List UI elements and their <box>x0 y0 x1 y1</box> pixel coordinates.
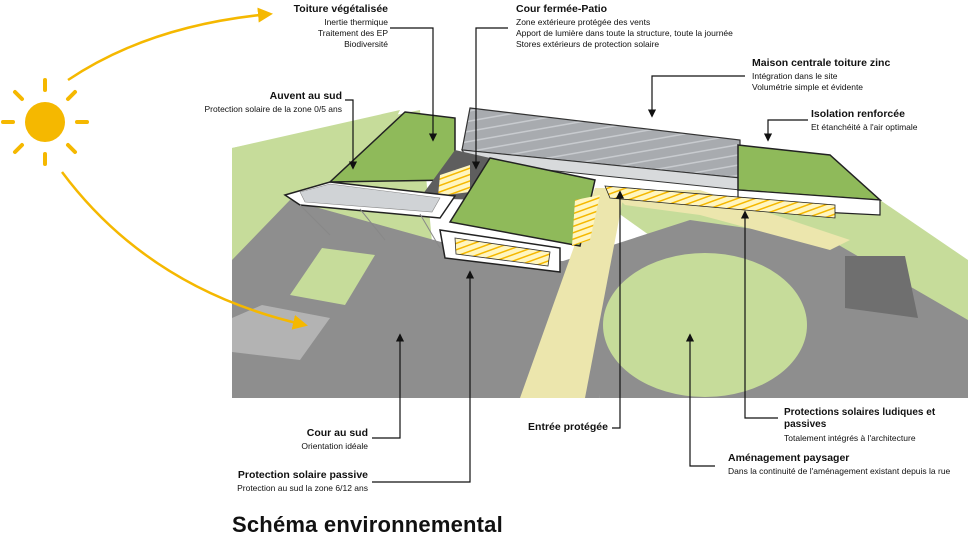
label-toiture-line: Inertie thermique <box>324 17 388 27</box>
label-cour-fermee-line: Stores extérieurs de protection solaire <box>516 39 660 49</box>
label-protection-passive: Protection solaire passive Protection au… <box>200 469 368 494</box>
label-toiture-line: Traitement des EP <box>317 28 388 38</box>
label-cour-fermee-line: Apport de lumière dans toute la structur… <box>516 28 733 38</box>
auvent-glass <box>299 183 441 213</box>
entrance-path <box>520 188 625 398</box>
green-rect-yard <box>290 248 375 305</box>
label-auvent-title: Auvent au sud <box>269 90 342 102</box>
leader-protection-passive <box>372 270 475 483</box>
label-protection-passive-line: Protection au sud la zone 6/12 ans <box>237 483 368 493</box>
dark-square <box>845 256 918 318</box>
label-maison-title: Maison centrale toiture zinc <box>752 57 891 69</box>
leader-toiture <box>390 27 438 142</box>
sun-ray-arrow-top <box>67 7 273 82</box>
label-maison-line: Intégration dans le site <box>752 71 838 81</box>
sun-ray-arrow-bottom <box>60 171 308 330</box>
page-title: Schéma environnemental <box>232 512 503 537</box>
leader-cour-fermee <box>471 27 508 170</box>
yellow-louvres <box>604 185 836 219</box>
label-protections-line: Totalement intégrés à l'architecture <box>784 433 916 443</box>
label-entree: Entrée protégée <box>490 421 608 435</box>
label-protections-title: Protections solaires ludiques et passive… <box>784 407 936 430</box>
label-cour-sud-line: Orientation idéale <box>301 441 368 451</box>
label-auvent-line: Protection solaire de la zone 0/5 ans <box>204 104 342 114</box>
leader-entree <box>612 190 625 429</box>
sun-icon <box>1 78 89 166</box>
building <box>283 107 883 273</box>
leader-amenagement <box>685 333 715 467</box>
label-amenagement-line: Dans la continuité de l'aménagement exis… <box>728 466 951 476</box>
label-protections-ludiques: Protections solaires ludiques et passive… <box>784 407 974 444</box>
label-auvent: Auvent au sud Protection solaire de la z… <box>150 90 342 115</box>
label-toiture: Toiture végétalisée Inertie thermique Tr… <box>240 3 388 50</box>
label-protection-passive-title: Protection solaire passive <box>237 469 368 481</box>
label-entree-title: Entrée protégée <box>528 421 608 433</box>
leader-isolation <box>763 119 808 142</box>
diagonal-path <box>610 190 850 250</box>
label-toiture-title: Toiture végétalisée <box>293 3 388 15</box>
ground <box>232 110 968 398</box>
leader-cour-sud <box>372 333 405 439</box>
label-amenagement-title: Aménagement paysager <box>728 452 850 464</box>
label-cour-sud-title: Cour au sud <box>306 427 368 439</box>
leader-auvent <box>345 99 358 170</box>
leader-protections <box>740 210 778 419</box>
label-cour-sud: Cour au sud Orientation idéale <box>250 427 368 452</box>
front-block-roof <box>448 157 596 247</box>
label-toiture-line: Biodiversité <box>344 39 388 49</box>
front-block-window <box>454 237 551 267</box>
side-louvres <box>572 195 600 246</box>
label-maison-line: Volumétrie simple et évidente <box>752 82 864 92</box>
leader-maison <box>647 75 745 118</box>
lawn-left-2 <box>232 110 400 180</box>
label-amenagement: Aménagement paysager Dans la continuité … <box>728 452 976 477</box>
label-cour-fermee-title: Cour fermée-Patio <box>516 3 608 15</box>
patio-blinds <box>438 165 470 196</box>
round-lawn <box>603 253 807 397</box>
label-isolation-line: Et étanchéité à l'air optimale <box>811 122 918 132</box>
label-cour-fermee: Cour fermée-Patio Zone extérieure protég… <box>516 3 786 50</box>
label-isolation: Isolation renforcée Et étanchéité à l'ai… <box>811 108 971 133</box>
label-cour-fermee-line: Zone extérieure protégée des vents <box>516 17 651 27</box>
label-isolation-title: Isolation renforcée <box>811 108 905 120</box>
label-maison: Maison centrale toiture zinc Intégration… <box>752 57 967 93</box>
